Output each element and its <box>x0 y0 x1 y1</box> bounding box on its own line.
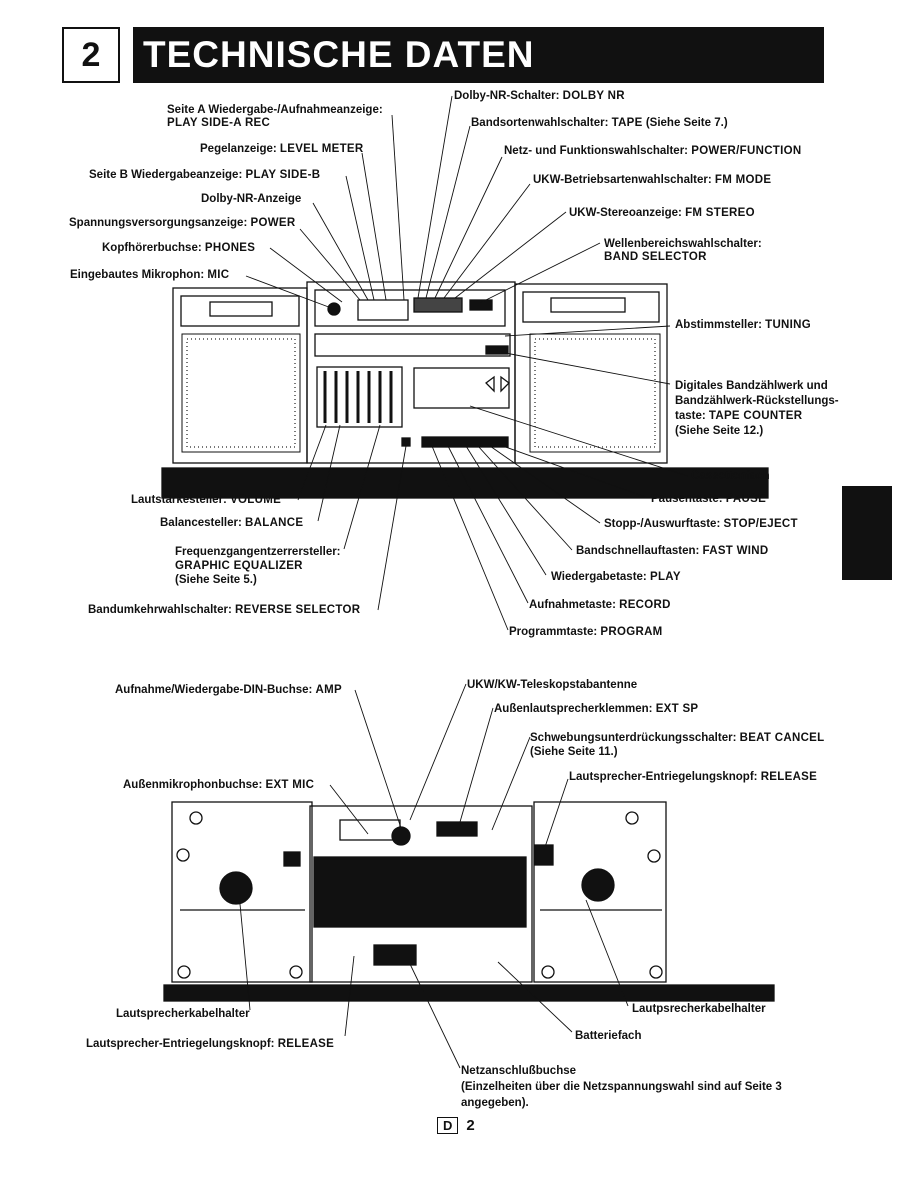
label-reverse: Bandumkehrwahlschalter: REVERSE SELECTOR <box>88 604 361 616</box>
label-play-side-a: Seite A Wiedergabe-/Aufnahmeanzeige: PLA… <box>167 104 383 129</box>
label-band-selector: Wellenbereichswahlschalter: BAND SELECTO… <box>604 238 762 263</box>
language-box: D <box>437 1117 459 1134</box>
label-stop-eject: Stopp-/Auswurftaste: STOP/EJECT <box>604 518 798 530</box>
label-cassettenfach: Cassettenfach <box>691 470 770 482</box>
label-play-side-b: Seite B Wiedergabeanzeige: PLAY SIDE-B <box>89 169 321 181</box>
label-dolby-nr: Dolby-NR-Schalter: DOLBY NR <box>454 90 625 102</box>
label-beat-cancel: Schwebungsunterdrückungsschalter: BEAT C… <box>530 732 825 758</box>
label-ext-sp: Außenlautsprecherklemmen: EXT SP <box>494 703 699 715</box>
label-release-bottom: Lautsprecher-Entriegelungsknopf: RELEASE <box>86 1038 335 1050</box>
label-tuning: Abstimmsteller: TUNING <box>675 319 812 331</box>
section-tab <box>842 486 892 580</box>
label-ext-mic: Außenmikrophonbuchse: EXT MIC <box>123 779 315 791</box>
label-ac-socket: Netzanschlußbuchse (Einzelheiten über di… <box>461 1065 782 1109</box>
label-program: Programmtaste: PROGRAM <box>509 626 663 638</box>
label-fm-mode: UKW-Betriebsartenwahlschalter: FM MODE <box>533 174 772 186</box>
label-mic: Eingebautes Mikrophon: MIC <box>70 269 230 281</box>
label-equalizer: Frequenzgangentzerrersteller: GRAPHIC EQ… <box>175 546 341 586</box>
label-play: Wiedergabetaste: PLAY <box>551 571 681 583</box>
page-number: 2 <box>466 1117 475 1134</box>
label-phones: Kopfhörerbuchse: PHONES <box>102 242 256 254</box>
label-level-meter: Pegelanzeige: LEVEL METER <box>200 143 364 155</box>
radio-rear-view <box>163 801 775 1002</box>
label-tape: Bandsortenwahlschalter: TAPE (Siehe Seit… <box>471 117 728 129</box>
radio-front-view <box>161 281 769 499</box>
label-volume: Lautstärkesteller: VOLUME <box>131 494 282 506</box>
label-cable-left: Lautsprecherkabelhalter <box>116 1008 250 1020</box>
label-cable-right: Lautpsrecherkabelhalter <box>632 1003 766 1015</box>
label-tape-counter: Digitales Bandzählwerk und Bandzählwerk-… <box>675 380 839 437</box>
label-battery: Batteriefach <box>575 1030 642 1042</box>
label-fast-wind: Bandschnellauftasten: FAST WIND <box>576 545 769 557</box>
label-dolby-anzeige: Dolby-NR-Anzeige <box>201 193 302 205</box>
label-power-function: Netz- und Funktionswahlschalter: POWER/F… <box>504 145 802 157</box>
label-power: Spannungsversorgungsanzeige: POWER <box>69 217 296 229</box>
page-title: TECHNISCHE DATEN <box>133 27 824 83</box>
chapter-number: 2 <box>62 27 120 83</box>
page-footer: D 2 <box>437 1117 475 1134</box>
label-amp: Aufnahme/Wiedergabe-DIN-Buchse: AMP <box>115 684 343 696</box>
label-fm-stereo: UKW-Stereoanzeige: FM STEREO <box>569 207 755 219</box>
label-record: Aufnahmetaste: RECORD <box>529 599 671 611</box>
label-balance: Balancesteller: BALANCE <box>160 517 304 529</box>
label-pause: Pausentaste: PAUSE <box>651 493 767 505</box>
label-antenna: UKW/KW-Teleskopstabantenne <box>467 679 638 691</box>
label-release-top: Lautsprecher-Entriegelungsknopf: RELEASE <box>569 771 818 783</box>
